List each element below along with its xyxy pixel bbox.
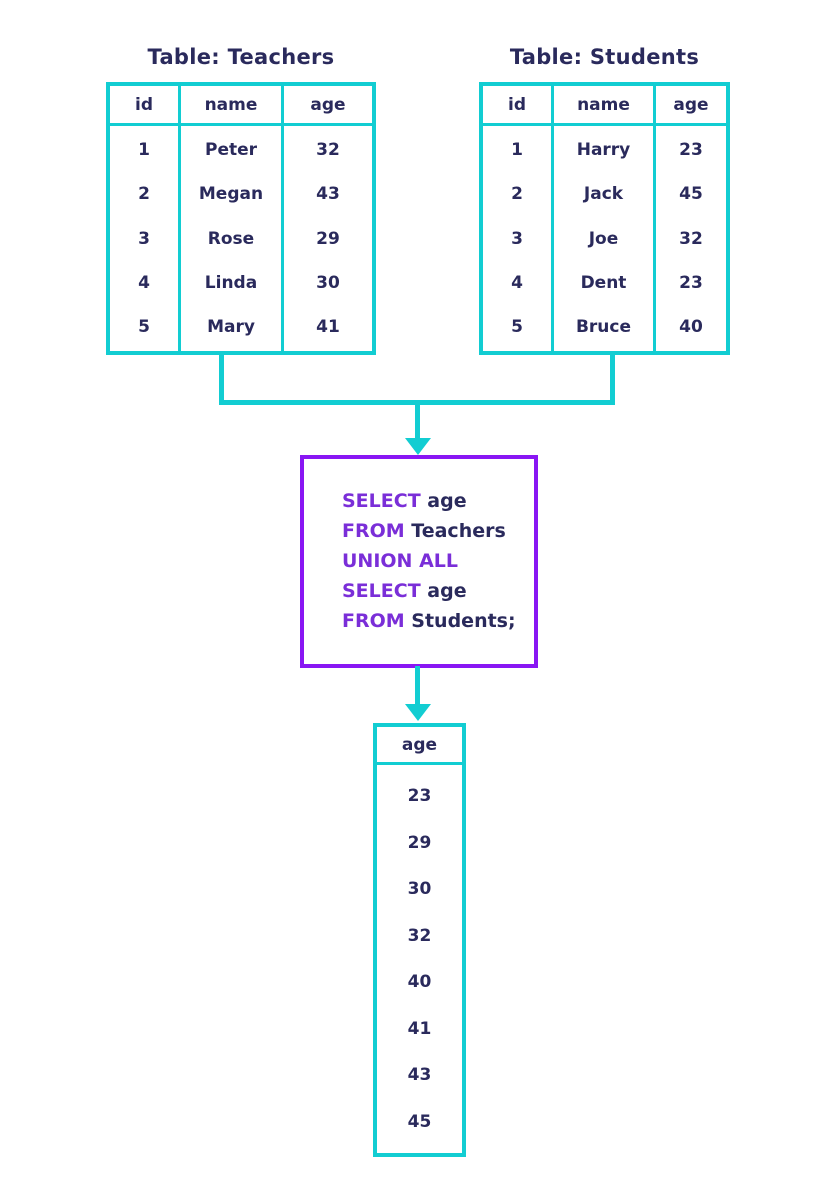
result-age-column: age 23 29 30 32 40 41 43 45 [377,727,462,1153]
connector-line-to-result [415,666,420,706]
sql-keyword: SELECT [342,490,421,512]
sql-argument: Teachers [404,520,506,542]
teachers-name-column: name Peter Megan Rose Linda Mary [181,86,284,351]
table-cell: 45 [679,184,703,205]
table-cell: Rose [207,228,255,249]
column-header-id: id [110,86,178,126]
table-cell: 43 [316,184,340,205]
column-header-age: age [377,727,462,765]
table-cell: 1 [138,140,150,161]
teachers-table: id 1 2 3 4 5 name Peter Megan Rose Linda… [106,82,376,355]
sql-keyword: FROM [342,610,405,632]
table-cell: 32 [407,925,432,946]
table-cell: 5 [511,316,523,337]
table-cell: 32 [679,228,703,249]
students-id-column: id 1 2 3 4 5 [483,86,554,351]
table-cell: 4 [138,272,150,293]
table-cell: Megan [198,184,264,205]
sql-argument: Students; [404,610,516,632]
table-cell: 30 [407,879,432,900]
arrow-down-icon [405,704,431,721]
table-cell: Dent [580,272,627,293]
table-cell: Joe [588,228,619,249]
teachers-id-column: id 1 2 3 4 5 [110,86,181,351]
table-cell: 23 [407,786,432,807]
connector-line-to-query [415,400,420,440]
teachers-age-column: age 32 43 29 30 41 [284,86,372,351]
column-header-id: id [483,86,551,126]
table-cell: Peter [204,140,258,161]
table-cell: 41 [316,316,340,337]
table-cell: 3 [138,228,150,249]
table-cell: 2 [511,184,523,205]
table-cell: Linda [204,272,258,293]
sql-keyword: FROM [342,520,405,542]
table-cell: Mary [207,316,255,337]
column-header-name: name [554,86,653,126]
arrow-down-icon [405,438,431,455]
connector-line-teachers [219,353,224,405]
column-header-age: age [656,86,726,126]
students-table: id 1 2 3 4 5 name Harry Jack Joe Dent Br… [479,82,730,355]
table-cell: 32 [316,140,340,161]
sql-line: SELECT age [342,486,534,516]
table-cell: 29 [407,832,432,853]
column-header-age: age [284,86,372,126]
table-cell: 43 [407,1065,432,1086]
teachers-table-title: Table: Teachers [147,45,335,69]
sql-keyword: SELECT [342,580,421,602]
table-cell: 3 [511,228,523,249]
table-cell: 1 [511,140,523,161]
table-cell: 45 [407,1111,432,1132]
table-cell: 41 [407,1018,432,1039]
students-table-title: Table: Students [509,45,700,69]
table-cell: 29 [316,228,340,249]
students-age-column: age 23 45 32 23 40 [656,86,726,351]
table-cell: 40 [407,972,432,993]
result-table: age 23 29 30 32 40 41 43 45 [373,723,466,1157]
table-cell: 5 [138,316,150,337]
sql-argument: age [420,580,467,602]
sql-line: FROM Teachers [342,516,534,546]
sql-argument: age [420,490,467,512]
table-cell: 23 [679,140,703,161]
sql-line: FROM Students; [342,606,534,636]
sql-query-box: SELECT age FROM Teachers UNION ALL SELEC… [300,455,538,668]
students-name-column: name Harry Jack Joe Dent Bruce [554,86,656,351]
sql-keyword: UNION ALL [342,550,458,572]
table-cell: 40 [679,316,703,337]
table-cell: Bruce [575,316,632,337]
column-header-name: name [181,86,281,126]
table-cell: Harry [576,140,631,161]
connector-line-students [610,353,615,405]
sql-line: SELECT age [342,576,534,606]
table-cell: 4 [511,272,523,293]
table-cell: 2 [138,184,150,205]
table-cell: 23 [679,272,703,293]
sql-line: UNION ALL [342,546,534,576]
table-cell: Jack [583,184,624,205]
table-cell: 30 [316,272,340,293]
